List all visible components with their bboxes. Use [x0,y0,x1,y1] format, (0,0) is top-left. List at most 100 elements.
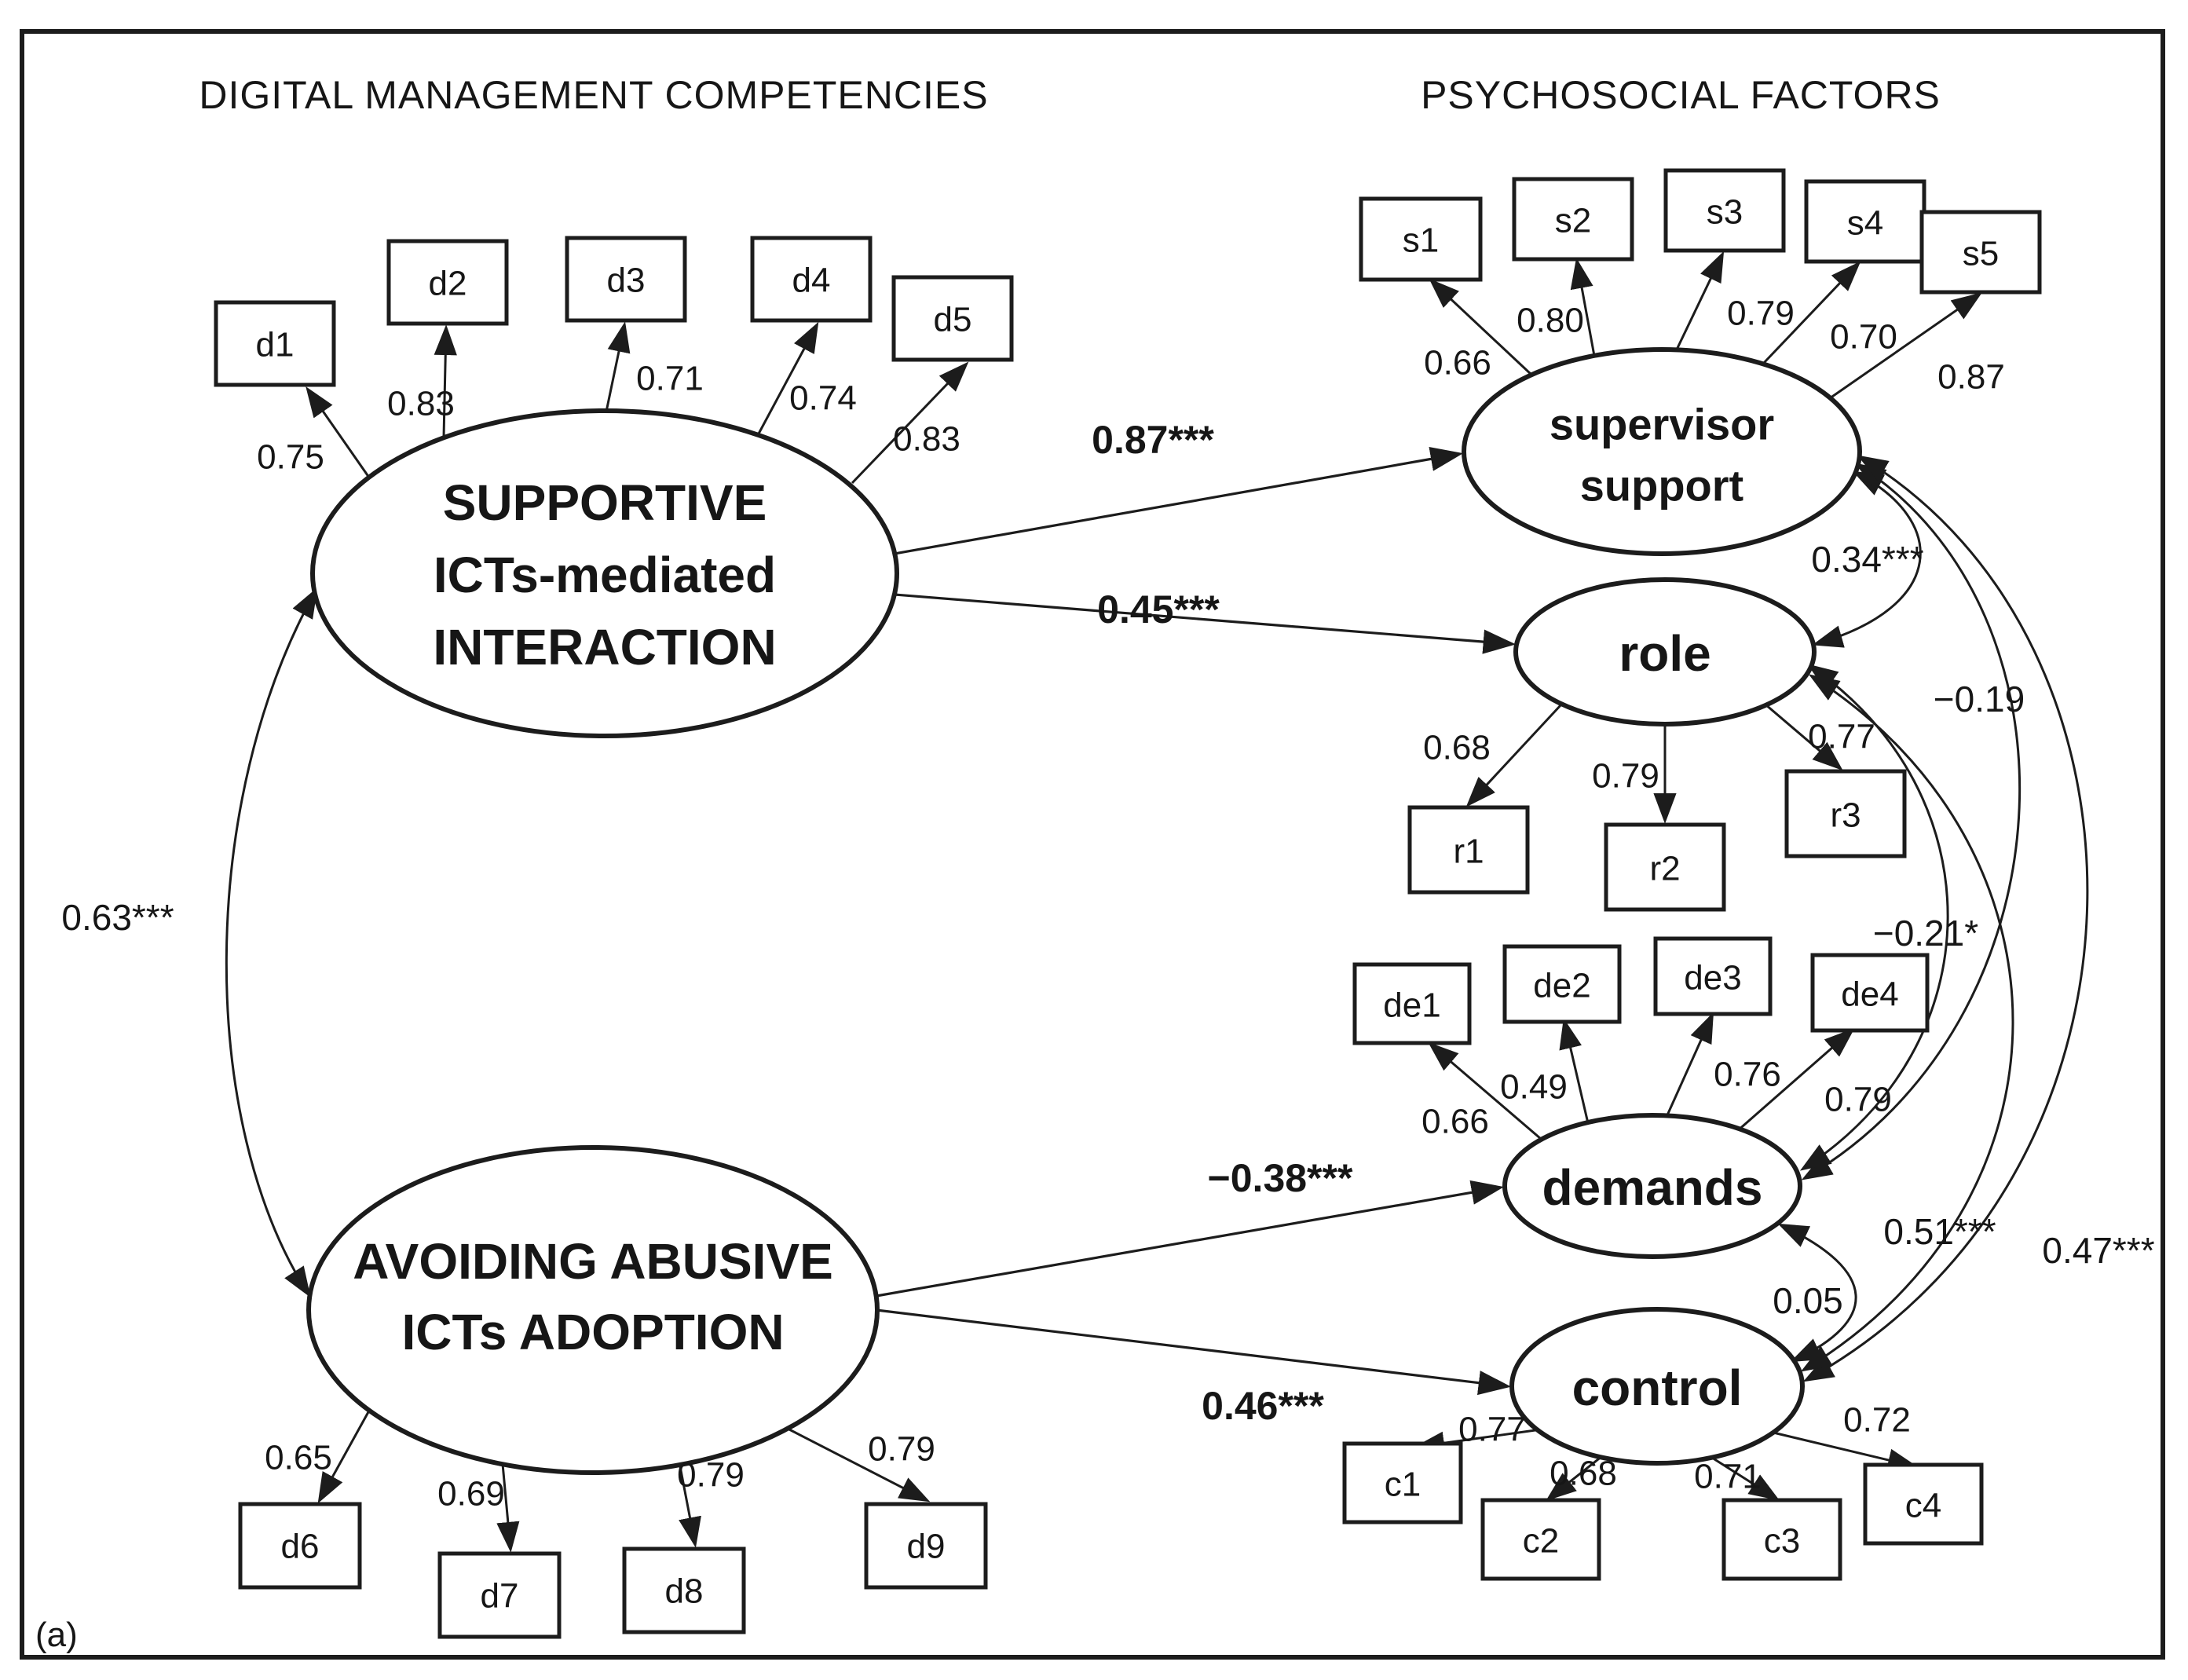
indicator-box-c4 [1863,1462,1984,1546]
indicator-label-de1: de1 [1383,986,1440,1025]
right-section-title: PSYCHOSOCIAL FACTORS [1421,73,1941,117]
indicator-label-de3: de3 [1684,959,1741,997]
indicator-label-d7: d7 [481,1577,519,1616]
indicator-box-r1 [1407,805,1530,895]
latent-avoiding-label-line1: AVOIDING ABUSIVE [353,1233,833,1290]
loading-arrow-d7 [496,1463,520,1553]
covariance-supervisor-control-label: 0.47*** [2042,1230,2154,1271]
loading-arrow-r3 [1765,703,1843,771]
indicator-label-r3: r3 [1830,796,1861,835]
covariance-role-demands-label: −0.21* [1873,913,1978,953]
covariance-supervisor-control-curve [1802,455,2089,1382]
path-supportive-to-supervisor-arrow [894,446,1464,555]
indicator-label-de4: de4 [1841,975,1898,1014]
loading-value-r3: 0.77 [1808,718,1875,756]
covariance-supportive-avoiding-label: 0.63*** [61,897,174,938]
indicator-box-r3 [1784,769,1907,858]
indicator-box-d9 [864,1502,988,1590]
loading-value-d3: 0.71 [636,360,704,398]
loading-value-c3: 0.71 [1694,1458,1762,1496]
indicator-label-c1: c1 [1385,1466,1421,1504]
indicator-label-r1: r1 [1453,833,1484,871]
covariance-role-control-label: 0.51*** [1883,1211,1996,1252]
indicator-label-d1: d1 [256,326,295,364]
path-avoiding-to-control-arrow [876,1308,1512,1396]
indicator-box-d4 [750,236,873,323]
indicator-box-s5 [1919,210,2042,295]
loading-value-d7: 0.69 [437,1475,505,1513]
path-supportive-to-supervisor-label: 0.87*** [1092,418,1214,462]
latent-supervisor-oval [1462,347,1862,556]
indicator-label-d6: d6 [281,1528,320,1566]
loading-value-s4: 0.70 [1830,318,1897,357]
loading-arrow-s5 [1829,292,1983,400]
loading-value-d9: 0.79 [868,1430,935,1469]
loading-value-d8: 0.79 [677,1456,745,1495]
indicator-box-d6 [238,1502,362,1590]
indicator-label-s5: s5 [1963,235,1999,273]
loading-arrow-c2 [1546,1455,1603,1502]
latent-role-label: role [1619,625,1711,682]
loading-arrow-s1 [1429,278,1533,376]
indicator-box-d3 [565,236,687,323]
latent-role-oval [1513,577,1817,727]
latent-control-oval [1509,1307,1805,1466]
loading-value-de4: 0.79 [1824,1081,1892,1119]
left-section-title: DIGITAL MANAGEMENT COMPETENCIES [199,73,988,117]
loading-arrow-d9 [788,1428,931,1502]
covariance-supportive-avoiding-curve [225,587,318,1298]
path-avoiding-to-demands-label: −0.38*** [1208,1156,1353,1200]
loading-arrow-s4 [1762,261,1861,365]
loading-value-d4: 0.74 [789,379,857,418]
indicator-label-s2: s2 [1555,202,1591,240]
loading-arrow-c4 [1773,1431,1919,1472]
indicator-box-de3 [1653,936,1773,1016]
latent-demands-label: demands [1542,1159,1763,1216]
indicator-label-d8: d8 [665,1572,704,1611]
indicator-label-c3: c3 [1764,1522,1800,1561]
indicator-label-d9: d9 [907,1528,946,1566]
indicator-label-r2: r2 [1649,850,1680,888]
latent-supportive-oval [310,408,899,738]
loading-arrow-de3 [1665,1012,1714,1118]
covariance-demands-control-label: 0.05 [1773,1280,1843,1321]
indicator-label-s3: s3 [1707,193,1743,232]
loading-value-s1: 0.66 [1424,344,1491,382]
panel-label: (a) [35,1616,78,1654]
covariance-demands-control-curve [1777,1223,1857,1363]
latent-supportive-label-line3: INTERACTION [433,619,776,675]
loading-arrow-s3 [1675,251,1725,350]
loading-value-d5: 0.83 [893,420,960,459]
loading-arrow-d5 [851,361,969,485]
loading-arrow-d4 [756,321,819,436]
indicator-label-d2: d2 [429,265,467,303]
covariance-supervisor-role-label: 0.34*** [1811,539,1923,580]
loading-value-r2: 0.79 [1592,757,1659,796]
latent-demands-oval [1502,1113,1802,1259]
loading-arrow-de1 [1428,1041,1542,1140]
path-avoiding-to-demands-arrow [876,1180,1505,1298]
indicator-label-s1: s1 [1403,221,1439,260]
indicator-box-d1 [214,300,336,387]
indicator-label-c2: c2 [1523,1522,1559,1561]
indicator-box-s3 [1663,168,1786,253]
indicator-label-d4: d4 [792,262,831,300]
loading-value-s5: 0.87 [1937,358,2005,397]
indicator-label-d5: d5 [934,301,972,339]
latent-supervisor-label-line2: support [1580,461,1743,511]
loading-value-d1: 0.75 [257,438,324,477]
loading-arrow-r1 [1465,703,1563,807]
indicator-box-de1 [1352,962,1472,1045]
loading-value-s3: 0.79 [1727,295,1795,333]
indicator-box-s2 [1512,177,1634,262]
latent-avoiding-label-line2: ICTs ADOPTION [401,1304,784,1360]
latent-supportive-label-line2: ICTs-mediated [434,547,776,603]
loading-value-c2: 0.68 [1550,1455,1617,1493]
loading-arrow-d2 [434,324,457,438]
indicator-box-c2 [1480,1498,1601,1581]
indicator-label-c4: c4 [1905,1487,1941,1525]
loading-arrow-de4 [1736,1027,1855,1133]
loading-value-de2: 0.49 [1500,1068,1568,1107]
indicator-label-d3: d3 [607,262,646,300]
